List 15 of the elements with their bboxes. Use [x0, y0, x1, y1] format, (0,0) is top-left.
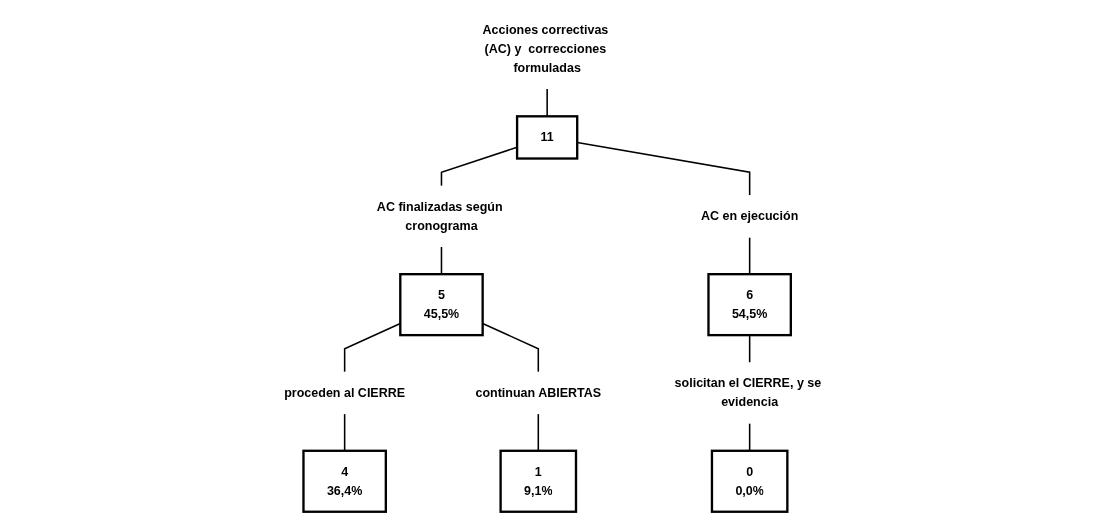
node-text: AC finalizadas según cronograma	[376, 199, 503, 232]
node-text: proceden al CIERRE	[284, 385, 406, 400]
node-box: 0 0,0%	[710, 449, 789, 513]
connector	[440, 246, 443, 275]
node-text: solicitan el CIERRE, y se evidencia	[674, 376, 822, 409]
connector	[440, 146, 518, 187]
node-box: 5 45,5%	[399, 273, 484, 337]
node-box: 6 54,5%	[707, 273, 792, 337]
connector	[748, 236, 751, 275]
node-text: continuan ABIERTAS	[475, 385, 602, 400]
node-box: 1 9,1%	[499, 449, 578, 513]
node-text: Acciones correctivas (AC) y correcciones formuladas	[482, 23, 609, 75]
node-box: 4 36,4%	[302, 449, 387, 513]
node-text: AC en ejecución	[701, 209, 799, 223]
node-box: 11	[515, 115, 579, 160]
